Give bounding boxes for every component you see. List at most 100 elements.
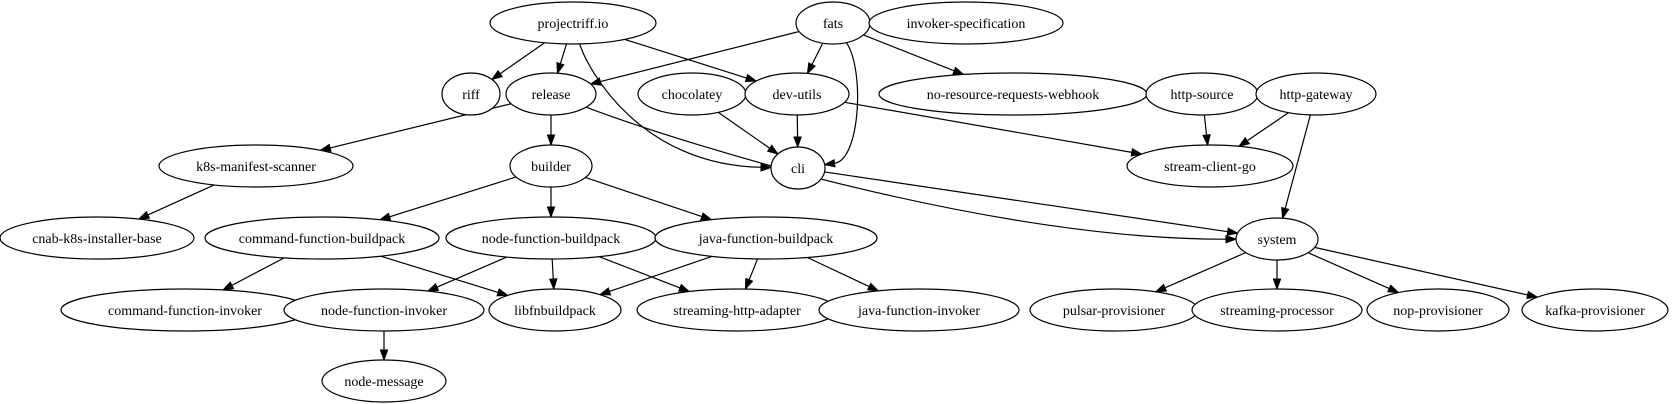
edge-line <box>1246 112 1289 142</box>
edge-arrowhead <box>1272 278 1282 291</box>
edge-builder-to-java-fb <box>585 176 713 221</box>
edge-line <box>1203 114 1208 136</box>
edge-line <box>1307 252 1390 290</box>
edge-arrowhead <box>677 283 691 293</box>
node-label: http-gateway <box>1279 88 1352 103</box>
edge-arrowhead <box>1237 136 1251 148</box>
edge-line <box>1164 252 1247 289</box>
edge-line <box>1314 246 1528 296</box>
node-streaming-processor: streaming-processor <box>1191 288 1363 332</box>
node-streaming-http-adapter: streaming-http-adapter <box>636 288 838 332</box>
node-label: http-source <box>1171 88 1234 103</box>
node-no-resource-requests-webhook: no-resource-requests-webhook <box>878 72 1148 116</box>
edge-builder-to-command-fb <box>378 176 517 221</box>
node-java-function-invoker: java-function-invoker <box>818 288 1020 332</box>
edge-arrowhead <box>766 144 780 155</box>
edge-arrowhead <box>556 61 565 75</box>
node-nop-provisioner: nop-provisioner <box>1366 288 1510 332</box>
edge-arrowhead <box>1387 284 1400 294</box>
node-label: node-message <box>344 375 423 390</box>
edge-k8s-manifest-scanner-to-cnab <box>137 184 215 220</box>
edge-http-source-to-stream-client-go <box>1202 114 1211 147</box>
node-label: cnab-k8s-installer-base <box>32 232 162 247</box>
edge-line <box>380 255 499 293</box>
edge-arrowhead <box>866 282 880 292</box>
node-label: chocolatey <box>662 88 723 103</box>
node-label: java-function-buildpack <box>698 232 834 247</box>
node-invoker-specification: invoker-specification <box>868 1 1064 45</box>
node-label: dev-utils <box>773 88 822 103</box>
edge-command-fb-to-command-fi <box>221 257 285 291</box>
node-dev-utils: dev-utils <box>744 72 850 116</box>
node-node-function-invoker: node-function-invoker <box>283 288 485 332</box>
edge-chocolatey-to-cli <box>717 111 780 155</box>
edge-line <box>598 256 681 289</box>
edge-node-fb-to-node-fi <box>426 256 508 292</box>
node-ellipse <box>509 144 593 188</box>
edge-line <box>1284 114 1311 209</box>
node-ellipse <box>505 72 597 116</box>
node-ellipse <box>868 1 1064 45</box>
node-ellipse <box>283 288 485 332</box>
node-node-function-buildpack: node-function-buildpack <box>445 216 657 260</box>
edge-node-fb-to-libfnbuildpack <box>548 258 558 291</box>
node-riff: riff <box>441 72 501 116</box>
node-stream-client-go: stream-client-go <box>1126 144 1294 188</box>
node-label: streaming-http-adapter <box>673 304 801 319</box>
node-ellipse <box>1191 288 1363 332</box>
edge-arrowhead <box>548 278 558 291</box>
edge-release-to-system <box>585 106 1238 244</box>
edge-arrowhead <box>426 283 440 292</box>
node-ellipse <box>770 146 826 190</box>
node-label: command-function-invoker <box>108 304 262 319</box>
node-label: command-function-buildpack <box>239 232 405 247</box>
node-ellipse <box>1366 288 1510 332</box>
edge-java-fb-to-libfnbuildpack <box>598 255 713 296</box>
edge-arrowhead <box>1281 206 1290 220</box>
node-ellipse <box>204 216 440 260</box>
node-libfnbuildpack: libfnbuildpack <box>488 288 622 332</box>
node-label: streaming-processor <box>1220 304 1334 319</box>
edge-arrowhead <box>137 210 151 220</box>
edge-arrowhead <box>806 62 817 75</box>
edge-line <box>609 255 713 292</box>
edge-cli-to-system <box>824 171 1240 236</box>
edge-arrowhead <box>598 287 612 296</box>
node-label: stream-client-go <box>1164 160 1256 175</box>
edge-projectriff-to-riff <box>490 42 545 81</box>
node-label: nop-provisioner <box>1393 304 1483 319</box>
node-release: release <box>505 72 597 116</box>
node-label: builder <box>531 160 571 175</box>
edge-arrowhead <box>546 134 556 147</box>
edge-arrowhead <box>823 158 836 168</box>
edge-arrowhead <box>744 277 754 291</box>
edge-line <box>551 258 554 280</box>
edge-projectriff-to-cli <box>579 43 773 172</box>
node-ellipse <box>489 1 657 45</box>
edge-arrowhead <box>379 349 389 362</box>
edge-builder-to-node-fb <box>546 187 556 219</box>
edge-java-fb-to-java-fi <box>807 256 880 292</box>
node-label: system <box>1258 233 1297 248</box>
node-http-gateway: http-gateway <box>1255 72 1377 116</box>
edge-line <box>717 111 771 149</box>
node-ellipse <box>321 359 447 403</box>
edge-fats-to-dev-utils <box>806 42 824 75</box>
edge-release-to-builder <box>546 115 556 147</box>
node-label: k8s-manifest-scanner <box>196 160 316 175</box>
node-label: no-resource-requests-webhook <box>927 88 1100 103</box>
edge-fats-to-release <box>589 30 800 86</box>
edge-arrowhead <box>546 206 556 219</box>
edge-line <box>147 184 215 216</box>
edge-arrowhead <box>1526 290 1539 300</box>
node-chocolatey: chocolatey <box>637 72 747 116</box>
node-label: release <box>532 88 571 103</box>
node-label: cli <box>791 162 805 177</box>
node-ellipse <box>441 72 501 116</box>
edge-line <box>824 171 1228 233</box>
edge-line <box>834 42 859 164</box>
edges-layer <box>137 30 1539 362</box>
edge-line <box>585 106 1227 240</box>
edge-dev-utils-to-cli <box>793 114 802 149</box>
node-fats: fats <box>795 1 871 45</box>
